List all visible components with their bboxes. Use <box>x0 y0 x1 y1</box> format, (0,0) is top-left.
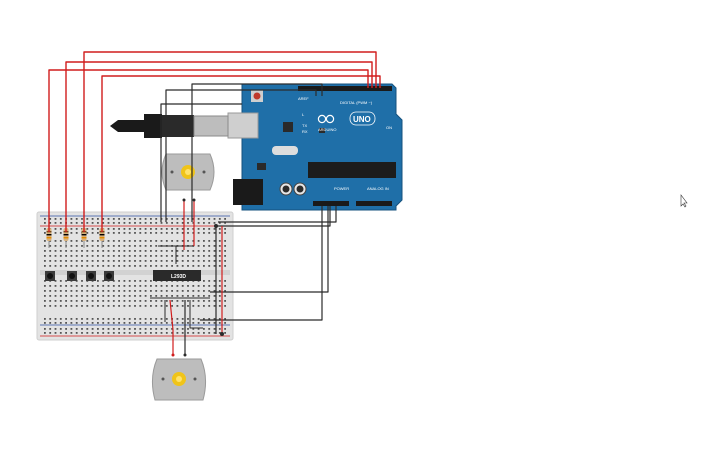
wire-red <box>48 69 369 232</box>
rx-label: RX <box>302 129 308 134</box>
push-button-3[interactable] <box>86 271 96 281</box>
power-header <box>313 201 349 206</box>
power-label: POWER <box>334 186 349 191</box>
push-button-4[interactable] <box>104 271 114 281</box>
wire-black <box>210 206 329 293</box>
push-button-2[interactable] <box>67 271 77 281</box>
wire-endpoints <box>171 198 224 357</box>
wire-black <box>218 206 337 223</box>
wire-red <box>101 75 381 232</box>
wire-black <box>200 206 323 321</box>
wire-red <box>169 299 174 355</box>
reset-button[interactable] <box>253 92 261 100</box>
crystal <box>272 146 298 155</box>
wire-black <box>165 89 317 222</box>
wire-black <box>191 83 323 222</box>
arduino-model: UNO <box>353 115 371 124</box>
breadboard-holes <box>44 218 226 334</box>
digital-header <box>298 86 392 91</box>
microcontroller-chip <box>308 162 396 178</box>
push-button-1[interactable] <box>45 271 55 281</box>
wire-black <box>189 300 203 329</box>
wire-black <box>160 103 242 222</box>
wire-red <box>65 61 373 232</box>
analog-label: ANALOG IN <box>367 186 389 191</box>
arduino-brand: ARDUINO <box>318 127 336 132</box>
l293d-chip[interactable]: L293D <box>153 270 201 281</box>
wire-red <box>83 51 377 232</box>
on-led-label: ON <box>386 125 392 130</box>
usb-port <box>227 112 259 139</box>
arduino-uno-board[interactable]: ARDUINO UNO DIGITAL (PWM ~) POWER ANALOG… <box>227 83 403 211</box>
wires <box>48 51 381 355</box>
power-jack <box>233 179 263 205</box>
tx-label: TX <box>302 123 307 128</box>
dc-motor-icon[interactable] <box>151 358 207 401</box>
pointer-icon <box>680 194 688 208</box>
aref-label: AREF <box>298 96 309 101</box>
digital-label: DIGITAL (PWM ~) <box>340 100 373 105</box>
arduino-logo <box>317 114 335 124</box>
usb-cable-icon[interactable] <box>110 114 229 138</box>
dc-motor-icon[interactable] <box>161 153 215 191</box>
wire-black <box>216 206 331 227</box>
l-led-label: L <box>302 112 305 117</box>
chip-label: L293D <box>171 274 186 280</box>
analog-header <box>356 201 392 206</box>
